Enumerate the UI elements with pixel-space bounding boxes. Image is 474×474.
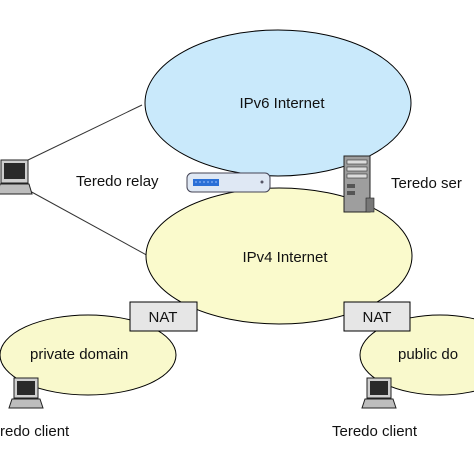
private-domain-cloud [0,314,177,396]
public-domain-cloud [359,314,474,396]
ipv6-internet-cloud [144,29,412,177]
nat-right-label: NAT [363,309,392,326]
public-domain-label: public do [398,346,458,363]
nat-left-box [129,301,198,332]
laptop-icon [0,159,33,195]
client-right-laptop-icon [361,377,397,409]
link-host-ipv6 [27,104,143,161]
teredo-relay-label: Teredo relay [76,173,159,190]
teredo-server-label: Teredo ser [391,175,462,192]
router-icon [186,172,271,193]
server-tower-icon [343,155,375,213]
nat-right-box [343,301,411,332]
ipv4-internet-cloud [145,187,413,325]
ipv4-internet-label: IPv4 Internet [242,249,328,266]
ipv6-internet-label: IPv6 Internet [239,95,325,112]
link-host-ipv4 [27,189,153,259]
private-domain-label: private domain [30,346,128,363]
nat-left-label: NAT [149,309,178,326]
client-left-label: redo client [0,423,70,440]
client-right-label: Teredo client [332,423,418,440]
client-left-laptop-icon [8,377,44,409]
